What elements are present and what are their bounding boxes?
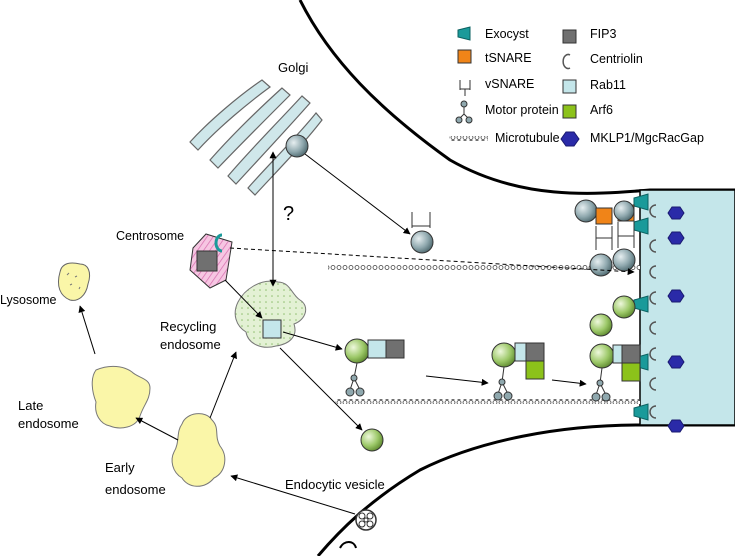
recycling-label-2: endosome [160,337,221,352]
golgi [189,79,323,196]
legend: Exocyst tSNARE vSNARE Motor protein Micr… [449,26,704,147]
late-endosome [91,365,151,429]
early-label-1: Early [105,460,135,475]
recycling-motor-arrow [282,331,343,351]
cell-membrane-top [298,0,735,195]
late-label-1: Late [18,398,43,413]
recycling-endosome [234,280,307,348]
legend-left-0: Exocyst [485,27,529,41]
motor-complex-1 [344,338,405,397]
legend-right-0: FIP3 [590,27,616,41]
rab11-icon [562,79,577,94]
golgi-vesicle [285,134,309,158]
free-green-vesicle [360,428,384,452]
centriolin-markers [649,204,657,419]
rab11-marker [262,319,282,339]
fip3-icon [562,29,577,44]
late-lysosome-arrow [78,305,96,355]
cell-membrane-bottom [316,423,735,556]
legend-right-4: MKLP1/MgcRacGap [590,131,704,145]
golgi-vesicle-arrow [304,153,411,235]
centrosome-midbody-dashed [229,247,635,276]
centrosome [189,233,233,289]
early-endosome [171,413,226,487]
vsnare-vesicle [410,212,434,254]
motor-protein-icon [455,100,473,124]
recycling-label-1: Recycling [160,319,216,334]
legend-right-3: Arf6 [590,103,613,117]
exocyst-icon [457,26,471,41]
mklp1-icon [560,131,580,147]
lysosome-label: Lysosome [0,293,57,307]
motor-complex-2 [491,342,545,401]
motor-complex-3 [589,343,641,402]
legend-left-3: Motor protein [485,103,559,117]
motor-transport-arrow-1 [425,375,489,386]
microtubule-upper [328,265,640,270]
legend-right-1: Centriolin [590,52,643,66]
tsnare-icon [457,49,472,64]
question-mark: ? [283,203,294,225]
golgi-label: Golgi [278,60,308,75]
lysosome [57,262,91,301]
centrosome-recycling-arrow [224,279,263,319]
endocytic-label: Endocytic vesicle [285,477,385,492]
legend-left-1: tSNARE [485,51,532,65]
legend-right-2: Rab11 [590,78,626,92]
early-late-arrow [135,417,179,441]
endocytic-vesicle [355,509,377,531]
arf6-icon [562,104,577,119]
early-recycling-arrow [209,351,237,419]
lysosome-dots [66,272,81,290]
green-vesicle [612,295,636,319]
green-vesicle [589,313,613,337]
recycling-green-arrow [279,347,363,431]
centriolin-icon [562,53,571,70]
late-label-2: endosome [18,416,79,431]
snare-complex [574,199,636,277]
membrane-bud [339,541,357,549]
legend-left-2: vSNARE [485,77,534,91]
mklp1-markers [667,206,685,433]
vsnare-icon [459,80,471,96]
endocytic-early-arrow [230,474,356,515]
centrosome-label: Centrosome [116,229,184,243]
legend-left-4: Microtubule [495,131,560,145]
microtubule-lower [335,399,640,404]
arrows [78,151,635,515]
early-label-2: endosome [105,482,166,497]
microtubule-icon [449,136,488,141]
motor-transport-arrow-2 [551,379,587,387]
